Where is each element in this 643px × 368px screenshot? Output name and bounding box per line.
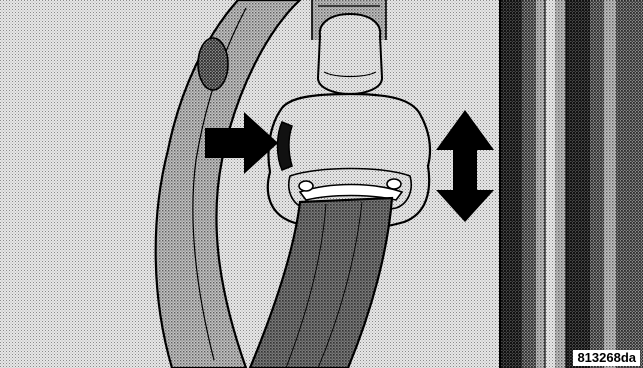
door-pillar bbox=[500, 0, 643, 368]
anchor-rivet-right bbox=[387, 179, 401, 189]
anchor-rivet-left bbox=[299, 181, 313, 191]
adjuster-bolt-cap bbox=[318, 14, 382, 94]
handle-screw bbox=[198, 38, 228, 90]
figure-code-label: 813268da bbox=[573, 350, 640, 366]
